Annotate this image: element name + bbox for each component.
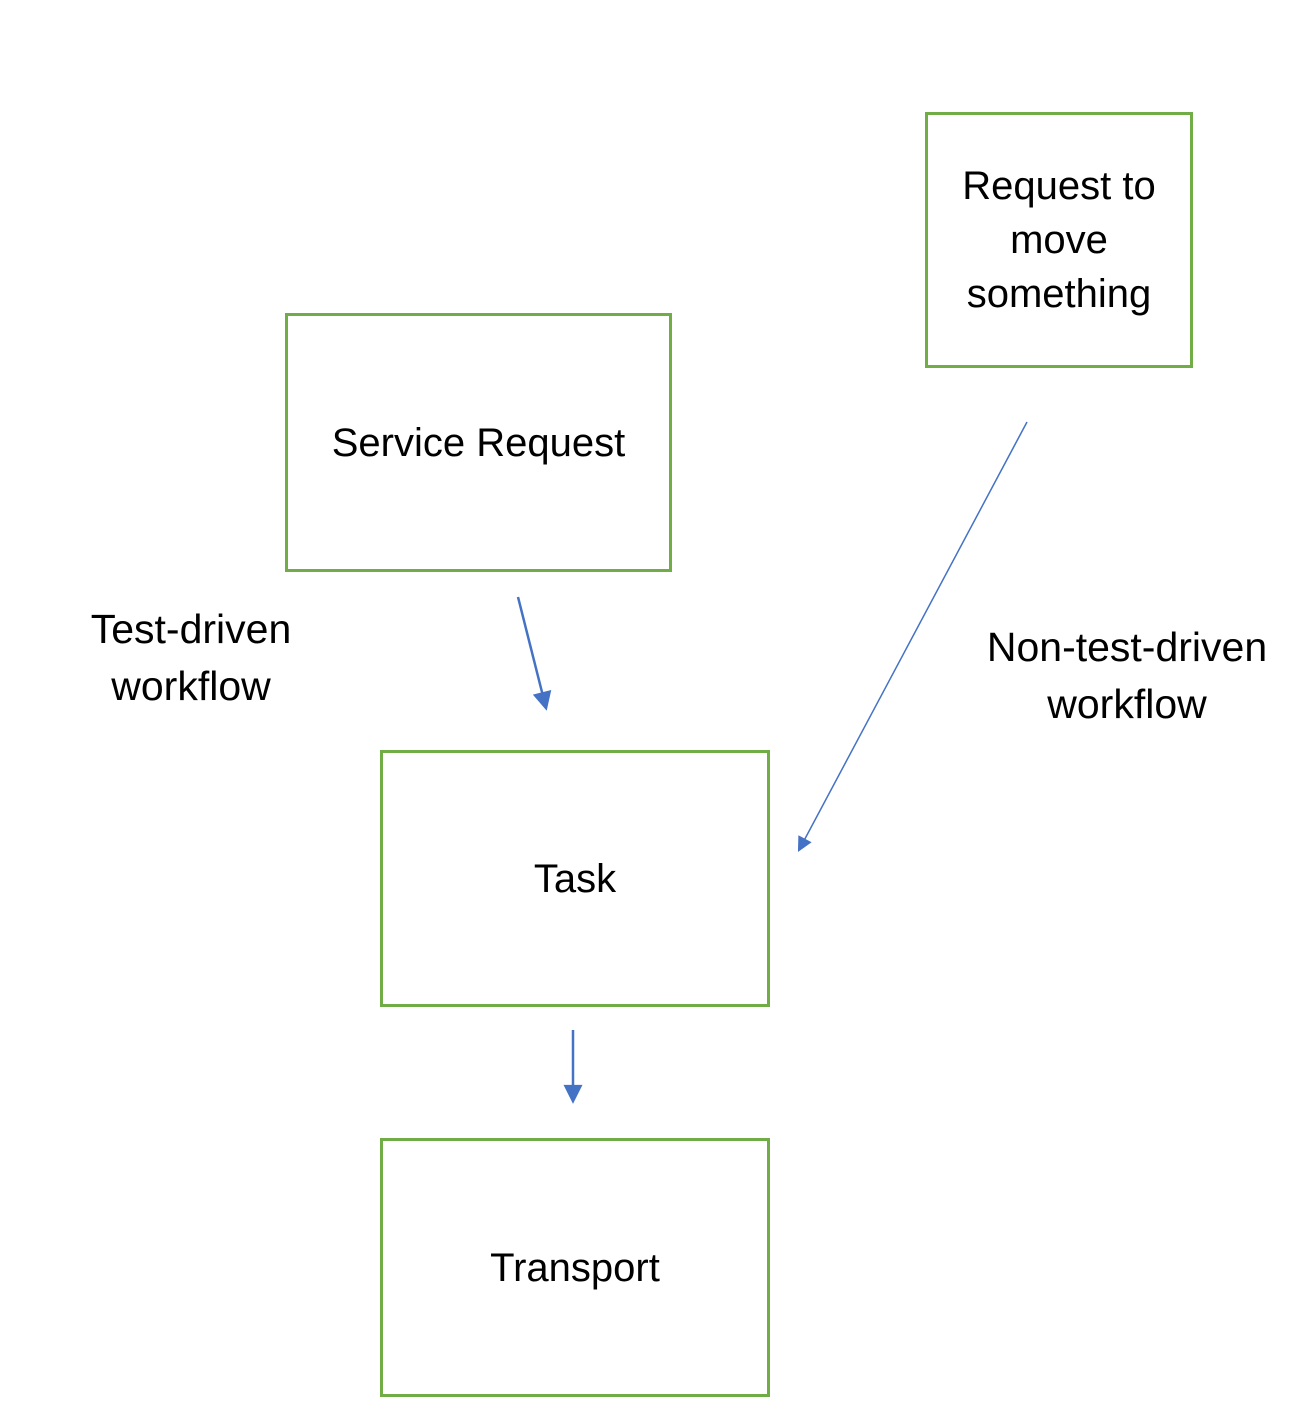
node-request-to-move-something: Request to move something — [925, 112, 1193, 368]
label-non-test-driven-workflow: Non-test-driven workflow — [966, 619, 1288, 734]
node-transport: Transport — [380, 1138, 770, 1397]
node-request-to-move-something-label: Request to move something — [962, 164, 1156, 316]
node-service-request: Service Request — [285, 313, 672, 572]
node-task-label: Task — [533, 856, 617, 901]
arrow-service-request-to-task — [516, 596, 552, 711]
label-test-driven-workflow-text: Test-driven workflow — [90, 606, 292, 710]
node-service-request-label: Service Request — [331, 420, 626, 465]
label-non-test-driven-workflow-text: Non-test-driven workflow — [986, 624, 1268, 728]
node-task: Task — [380, 750, 770, 1007]
label-test-driven-workflow: Test-driven workflow — [61, 601, 321, 716]
node-transport-label: Transport — [490, 1245, 660, 1290]
